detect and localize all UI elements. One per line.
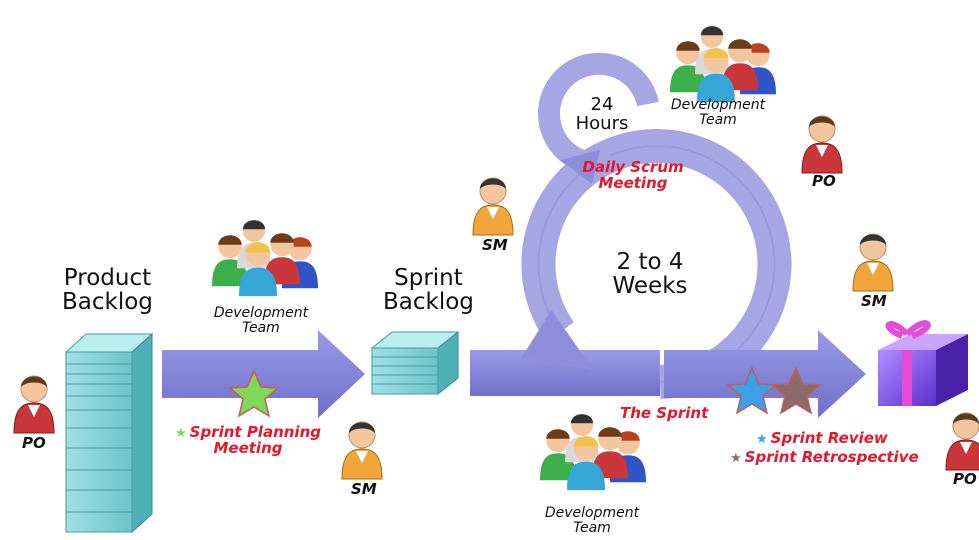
daily-cycle-arrow [537, 52, 659, 184]
po-right-label: PO [953, 470, 977, 488]
po-left-label: PO [22, 434, 46, 452]
product-backlog-stack-icon [64, 332, 154, 534]
sm-bottom-avatar [341, 421, 383, 480]
sm-middle-label: SM [482, 236, 508, 254]
planning-star-icon [228, 369, 280, 418]
po-right-avatar [945, 412, 979, 471]
sprint-planning-label: ★Sprint Planning Meeting [175, 423, 321, 457]
flow-arrow-planning [162, 330, 365, 418]
flow-arrow-release [664, 330, 866, 418]
team-planning-avatar [212, 219, 318, 297]
po-top-label: PO [812, 172, 836, 190]
sm-right-avatar [852, 233, 894, 292]
sm-middle-avatar [472, 177, 514, 236]
sprint-cycle-arrow [521, 129, 792, 399]
team-sprint-avatar [540, 413, 646, 491]
product-increment-gift-icon [878, 320, 968, 406]
sm-right-label: SM [861, 292, 887, 310]
retrospective-star-small-icon: ★ [730, 451, 742, 466]
sprint-backlog-stack-icon [370, 330, 460, 396]
po-top-avatar [801, 115, 843, 174]
sm-bottom-label: SM [351, 480, 377, 498]
retrospective-star-icon [770, 366, 822, 415]
sprint-retrospective-label: ★Sprint Retrospective [730, 448, 919, 466]
flow-arrow-sprint [470, 350, 660, 396]
planning-star-small-icon: ★ [175, 426, 187, 441]
team-top-avatar [670, 25, 776, 103]
review-star-icon [726, 366, 778, 415]
the-sprint-label: The Sprint [620, 404, 709, 422]
sprint-review-label: ★Sprint Review [756, 429, 888, 447]
review-star-small-icon: ★ [756, 432, 768, 447]
po-left-avatar [13, 375, 55, 434]
